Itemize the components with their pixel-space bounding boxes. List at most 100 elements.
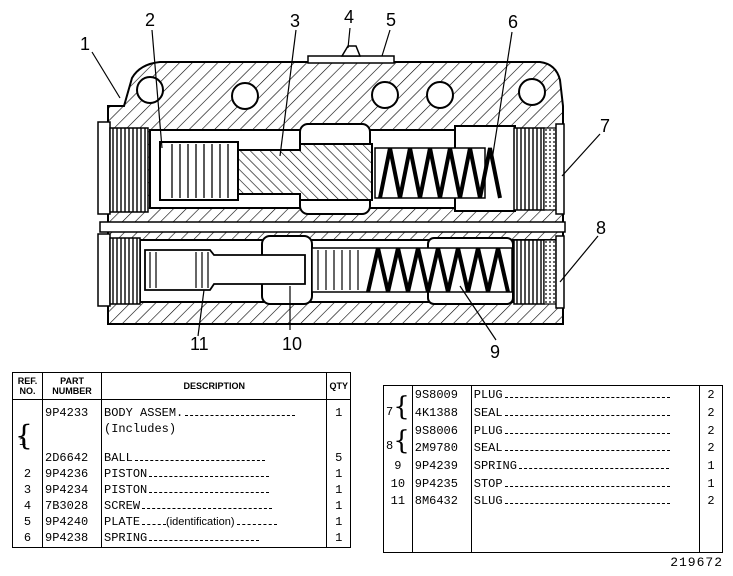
table-row: 2M9780 SEAL 2 — [384, 441, 723, 459]
description: BODY ASSEM. — [104, 405, 184, 420]
callout-9: 9 — [490, 342, 500, 362]
ref-no: 8 — [386, 439, 394, 454]
lower-bore — [139, 235, 565, 309]
group-brace: { — [393, 426, 410, 457]
part-number: 9P4235 — [411, 476, 472, 495]
table-row: {1 (Includes) — [11, 418, 351, 452]
spring-6 — [378, 147, 502, 199]
ref-no: 3 — [11, 483, 44, 500]
callout-11: 11 — [190, 334, 209, 354]
callout-10: 10 — [282, 334, 302, 354]
part-number: 9S8009 — [411, 385, 472, 407]
qty: 2 — [699, 423, 723, 442]
description: PLUG — [473, 423, 503, 438]
identification-plate — [307, 55, 395, 64]
part-number: 2D6642 — [42, 451, 103, 468]
slug-11 — [144, 249, 306, 291]
callout-1: 1 — [80, 34, 90, 54]
table-row: 4K1388 SEAL 2 — [384, 406, 723, 424]
ref-no: 6 — [11, 531, 44, 548]
table-row: 9 9P4239 SPRING 1 — [383, 459, 723, 477]
upper-bore — [149, 123, 565, 215]
table-row: 3 9P4234 PISTON 1 — [11, 483, 351, 500]
qty: 1 — [326, 499, 351, 516]
ref-no: 7 — [386, 404, 394, 419]
description: (Includes) — [101, 421, 328, 452]
ref-no: 10 — [383, 476, 413, 495]
qty: 1 — [326, 483, 351, 500]
part-number: 9P4234 — [42, 483, 103, 500]
header-qty: QTY — [326, 372, 351, 400]
ref-no: 4 — [11, 499, 44, 516]
header-part-number: PART NUMBER — [42, 372, 103, 400]
description: SPRING — [104, 531, 148, 546]
callout-4: 4 — [344, 7, 354, 27]
ref-no: 5 — [11, 515, 44, 532]
plug-8 — [513, 239, 545, 305]
description: SLUG — [473, 494, 503, 509]
table-row: 7{ 9S8009 PLUG 2 — [383, 385, 723, 424]
part-number: 4K1388 — [411, 406, 472, 424]
header-description: DESCRIPTION — [101, 372, 328, 400]
ref-no: 11 — [383, 494, 413, 512]
qty: 1 — [699, 476, 723, 495]
qty: 1 — [326, 531, 351, 548]
qty: 2 — [699, 441, 723, 459]
part-number: 9P4239 — [411, 459, 472, 477]
qty: 1 — [326, 399, 351, 422]
qty: 2 — [699, 406, 723, 424]
table-row: 8{ 9S8006 PLUG 2 — [383, 423, 723, 459]
part-number: 2M9780 — [411, 441, 472, 459]
description: PISTON — [104, 467, 148, 482]
callout-3: 3 — [290, 11, 300, 31]
description: PISTON — [104, 483, 148, 498]
description: SEAL — [473, 441, 503, 456]
leader-lines — [91, 27, 601, 341]
qty: 1 — [326, 515, 351, 532]
ref-no: 2 — [11, 467, 44, 484]
description: BALL — [104, 451, 133, 466]
part-number: 9P4240 — [42, 515, 103, 532]
part-number: 9P4233 — [42, 399, 103, 422]
table-row: 9P4233 BODY ASSEM. 1 — [11, 399, 351, 422]
qty: 2 — [699, 385, 723, 407]
table-row: 11 8M6432 SLUG 2 — [383, 494, 723, 512]
plug-7 — [513, 127, 545, 211]
piston-2 — [159, 141, 239, 201]
piston-3 — [237, 143, 373, 201]
part-number: 9P4236 — [42, 467, 103, 484]
callout-7: 7 — [600, 116, 610, 136]
description: SCREW — [104, 499, 141, 514]
callout-8: 8 — [596, 218, 606, 238]
qty: 5 — [326, 451, 351, 468]
parts-table-2: 7{ 9S8009 PLUG 2 4K1388 SEAL 2 8{ 9S8006… — [383, 385, 723, 553]
description: PLUG — [473, 388, 503, 402]
table-row: 4 7B3028 SCREW 1 — [11, 499, 351, 516]
description: STOP — [473, 476, 503, 491]
description-note: (identification) — [166, 516, 235, 529]
qty: 1 — [326, 467, 351, 484]
ref-no: 1 — [18, 434, 27, 449]
qty: 1 — [699, 459, 723, 477]
screw — [340, 45, 362, 57]
callout-6: 6 — [508, 12, 518, 32]
table-row: 2D6642 BALL 5 — [11, 451, 351, 468]
description: SEAL — [473, 406, 503, 421]
table-row: 2 9P4236 PISTON 1 — [11, 467, 351, 484]
part-number: 8M6432 — [411, 494, 472, 512]
ref-no: 9 — [383, 459, 413, 477]
group-brace: { — [15, 418, 33, 452]
table-row: 5 9P4240 PLATE(identification) 1 — [11, 515, 351, 532]
spring-9 — [366, 247, 510, 293]
callout-5: 5 — [386, 10, 396, 30]
parts-table-1: REF. NO. PART NUMBER DESCRIPTION QTY 9P4… — [11, 372, 351, 548]
qty: 2 — [699, 494, 723, 512]
table-row: 6 9P4238 SPRING 1 — [11, 531, 351, 548]
description: SPRING — [473, 459, 517, 473]
document-number: 219672 — [670, 555, 723, 570]
ball-holes — [136, 76, 546, 110]
part-number: 9S8006 — [411, 423, 472, 442]
callout-2: 2 — [145, 10, 155, 30]
header-ref-no: REF. NO. — [11, 372, 44, 400]
